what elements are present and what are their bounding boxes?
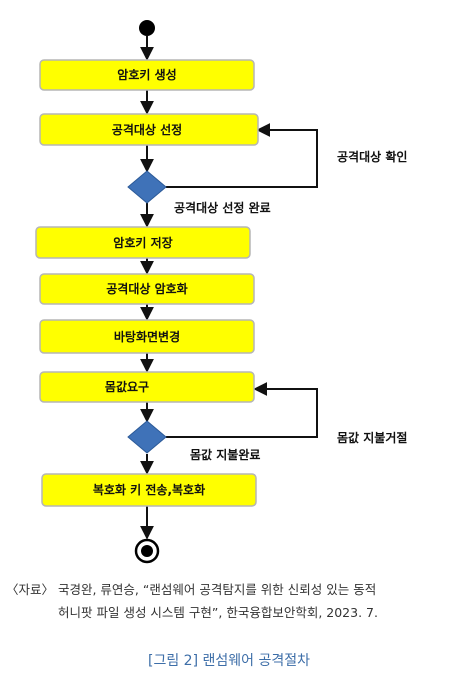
step-generate-key-label: 암호키 생성	[117, 67, 176, 82]
loop-target-confirm	[166, 123, 318, 188]
step-change-wallpaper-label: 바탕화면변경	[114, 329, 180, 344]
ransomware-flowchart: 암호키 생성 공격대상 선정 암호키 저장 공격대상 암호화 바탕화면변경 몸값…	[35, 20, 407, 564]
label-ransom-done: 몸값 지불완료	[190, 447, 260, 462]
step-change-wallpaper	[39, 319, 255, 354]
source-citation: 〈자료〉 국경완, 류연승, “랜섬웨어 공격탐지를 위한 신뢰성 있는 동적 …	[6, 578, 454, 624]
step-store-key-label: 암호키 저장	[113, 235, 172, 250]
step-store-key	[35, 226, 251, 259]
step-select-target	[39, 113, 259, 146]
end-node-inner	[141, 545, 153, 557]
step-demand-ransom	[39, 371, 255, 403]
start-node	[139, 20, 155, 36]
step-send-key-decrypt-label: 복호화 키 전송,복호화	[93, 482, 205, 497]
step-select-target-label: 공격대상 선정	[112, 122, 182, 137]
step-generate-key	[39, 59, 255, 91]
label-ransom-refuse: 몸값 지불거절	[337, 430, 407, 445]
label-target-confirm: 공격대상 확인	[337, 149, 407, 164]
source-line-2: 허니팟 파일 생성 시스템 구현”, 한국융합보안학회, 2023. 7.	[58, 605, 378, 620]
step-encrypt-target	[39, 273, 255, 305]
step-encrypt-target-label: 공격대상 암호화	[106, 281, 187, 296]
figure-caption: [그림 2] 랜섬웨어 공격절차	[148, 653, 310, 669]
step-send-key-decrypt	[41, 473, 257, 507]
loop-ransom-refuse	[166, 382, 318, 438]
decision-ransom-paid	[127, 420, 167, 454]
label-target-done: 공격대상 선정 완료	[174, 200, 271, 215]
source-line-1: 〈자료〉 국경완, 류연승, “랜섬웨어 공격탐지를 위한 신뢰성 있는 동적	[6, 582, 377, 597]
decision-target-selected	[127, 170, 167, 204]
step-demand-ransom-label: 몸값요구	[105, 380, 149, 394]
